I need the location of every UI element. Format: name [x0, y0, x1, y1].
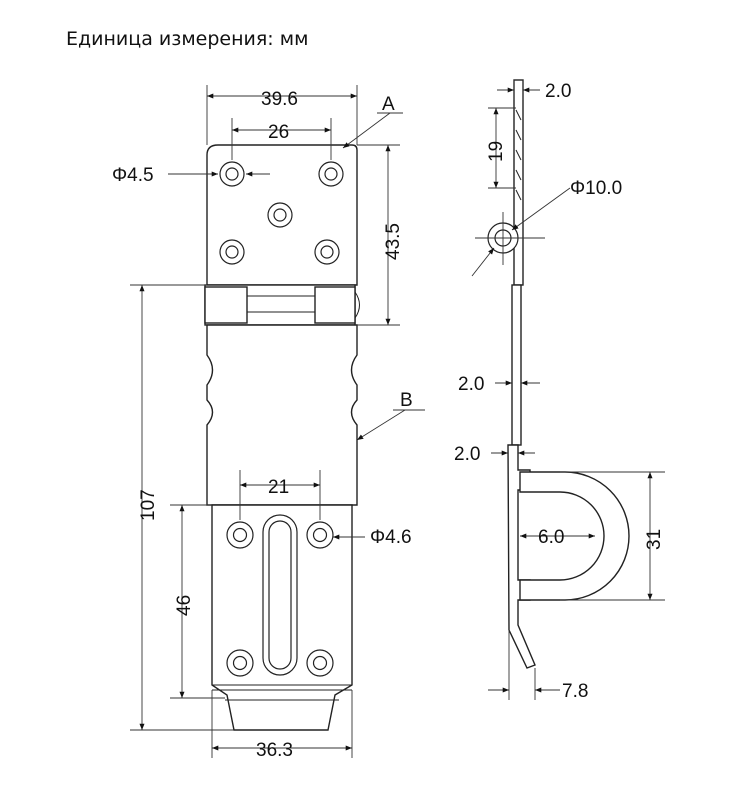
hasp-body-outline	[206, 324, 358, 506]
side-view	[471, 79, 665, 700]
dim-thickness-low: 2.0	[454, 444, 480, 465]
dim-width-top: 39.6	[261, 89, 298, 110]
dim-hole-spacing-bottom: 21	[268, 477, 289, 498]
dim-height-top: 43.5	[383, 223, 404, 260]
dim-thickness-mid: 2.0	[458, 374, 484, 395]
unit-caption: Единица измерения: мм	[66, 28, 309, 50]
dim-width-bottom: 36.3	[256, 740, 293, 761]
dim-pin-diameter: Φ10.0	[570, 178, 622, 199]
dim-hole-diameter-top: Φ4.5	[112, 165, 154, 186]
dim-hole-spacing-top: 26	[268, 122, 289, 143]
dim-height-bottom: 46	[174, 595, 195, 616]
dim-slot-height: 19	[486, 141, 507, 162]
dim-hole-diameter-bottom: Φ4.6	[370, 527, 412, 548]
dim-loop-width: 6.0	[538, 527, 564, 548]
dim-height-total: 107	[138, 489, 159, 521]
dim-tail-offset: 7.8	[562, 681, 588, 702]
callout-b: B	[400, 390, 413, 411]
top-plate-holes	[219, 161, 344, 265]
dimension-labels: 39.6 26 Φ4.5 A 43.5 107 B 21 Φ4.6 46 36.…	[112, 81, 665, 761]
dim-thickness-top: 2.0	[545, 81, 571, 102]
dim-loop-height: 31	[644, 529, 665, 550]
callout-a: A	[382, 94, 395, 115]
front-view	[130, 85, 425, 758]
hinge-knuckle	[204, 284, 360, 326]
